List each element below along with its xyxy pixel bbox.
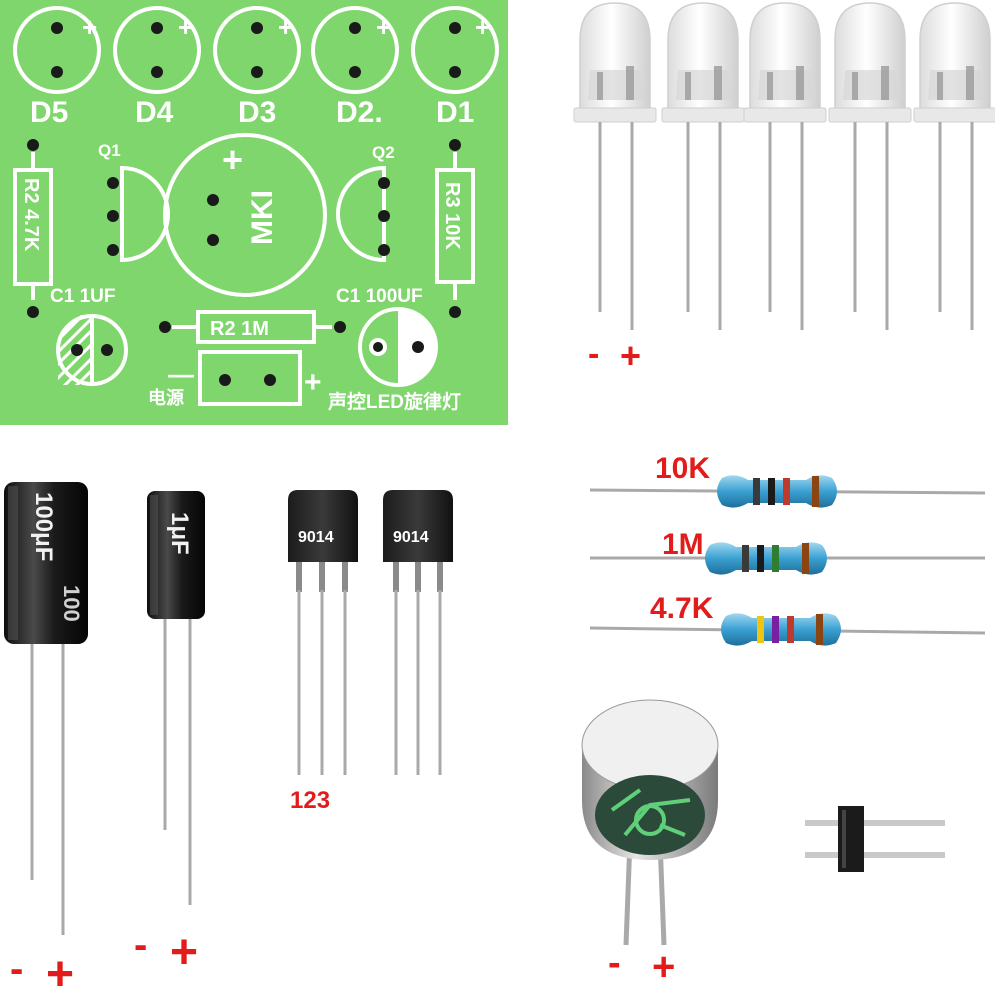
plus-mark: +	[222, 139, 243, 180]
label-d5: D5	[30, 96, 68, 129]
resistor-band	[772, 545, 779, 572]
cap-1uf-plus-label: +	[170, 926, 198, 979]
cap-100uf-side-marking: 100	[59, 585, 84, 622]
plus-mark: +	[278, 12, 293, 42]
label-c1-1uf: C1 1UF	[50, 286, 115, 307]
resistor-band	[757, 616, 764, 643]
led-plus-label: +	[620, 335, 641, 376]
label-c1-100uf: C1 100UF	[336, 286, 423, 307]
label-d1: D1	[436, 96, 474, 129]
transistor-marking: 9014	[298, 529, 334, 546]
cap-100uf-plus-label: +	[46, 948, 74, 1000]
led-group: - +	[573, 2, 995, 376]
capacitor-100uf: 100μF 100	[4, 482, 88, 935]
electret-microphone	[581, 699, 719, 946]
plus-mark: +	[82, 12, 97, 42]
mic-minus-label: -	[608, 942, 621, 984]
led	[573, 2, 657, 330]
plus-mark: +	[178, 12, 193, 42]
label-d3: D3	[238, 96, 276, 129]
resistor-4-7k: 4.7K	[589, 592, 986, 646]
led-footprint-d4: + D4	[113, 6, 201, 129]
mic-plus-label: +	[652, 945, 675, 989]
resistor-band	[772, 616, 779, 643]
c1-100uf-footprint	[358, 307, 438, 387]
q2-footprint: Q2	[336, 143, 395, 263]
pcb-board: + D5 + D4 + D3 + D2.	[0, 0, 508, 425]
cap-100uf-marking: 100μF	[30, 492, 57, 561]
resistor-band	[753, 478, 760, 505]
resistor-band	[816, 614, 823, 645]
resistor-band	[787, 616, 794, 643]
resistor-band	[768, 478, 775, 505]
resistor-band	[742, 545, 749, 572]
resistor-band	[812, 476, 819, 507]
resistor-band	[757, 545, 764, 572]
led-footprints: + D5 + D4 + D3 + D2.	[13, 6, 499, 129]
transistor-9014-right: 9014	[383, 490, 453, 775]
resistor-band	[783, 478, 790, 505]
plus-mark: +	[475, 12, 490, 42]
resistor-1m: 1M	[590, 528, 985, 575]
label-mki: MKI	[246, 190, 279, 245]
led	[743, 2, 827, 330]
capacitor-1uf: 1μF	[147, 491, 205, 905]
transistor-pin-label: 123	[290, 787, 330, 814]
power-footprint: — + 电源	[148, 350, 322, 408]
label-d4: D4	[135, 96, 174, 129]
resistor-1m-label: 1M	[662, 528, 704, 561]
cap-100uf-minus-label: -	[10, 947, 23, 991]
label-board-title: 声控LED旋律灯	[327, 390, 461, 413]
resistor-10k: 10K	[589, 452, 986, 508]
led	[913, 2, 995, 330]
led	[661, 2, 745, 330]
plus-mark: +	[304, 366, 322, 399]
r3-right-footprint: R3 10K	[435, 139, 475, 318]
led-footprint-d1: + D1	[411, 6, 499, 129]
led	[828, 2, 912, 330]
led-footprint-d3: + D3	[213, 6, 301, 129]
cap-1uf-marking: 1μF	[166, 512, 193, 555]
label-q2: Q2	[372, 143, 395, 162]
c1-1uf-footprint	[56, 314, 128, 386]
label-q1: Q1	[98, 141, 121, 160]
label-power: 电源	[148, 387, 184, 408]
label-r3-right: R3 10K	[441, 182, 463, 250]
led-minus-label: -	[588, 335, 599, 373]
label-r2-1m: R2 1M	[210, 318, 269, 340]
r2-left-footprint: R2 4.7K	[13, 139, 53, 318]
transistor-9014-left: 9014	[288, 490, 358, 775]
resistor-4-7k-label: 4.7K	[650, 592, 714, 625]
r2-1m-footprint: R2 1M	[159, 310, 346, 344]
minus-mark: —	[168, 359, 194, 389]
mic-footprint: + MKI	[163, 133, 327, 297]
q1-footprint: Q1	[98, 141, 170, 263]
resistor-band	[802, 543, 809, 574]
led-footprint-d2: + D2.	[311, 6, 399, 129]
label-d2: D2.	[336, 96, 383, 129]
label-r2-left: R2 4.7K	[20, 178, 42, 252]
pin-header	[805, 806, 945, 872]
led-footprint-d5: + D5	[13, 6, 101, 129]
resistor-10k-label: 10K	[655, 452, 710, 485]
transistor-marking: 9014	[393, 529, 429, 546]
cap-1uf-minus-label: -	[134, 923, 147, 967]
plus-mark: +	[376, 12, 391, 42]
